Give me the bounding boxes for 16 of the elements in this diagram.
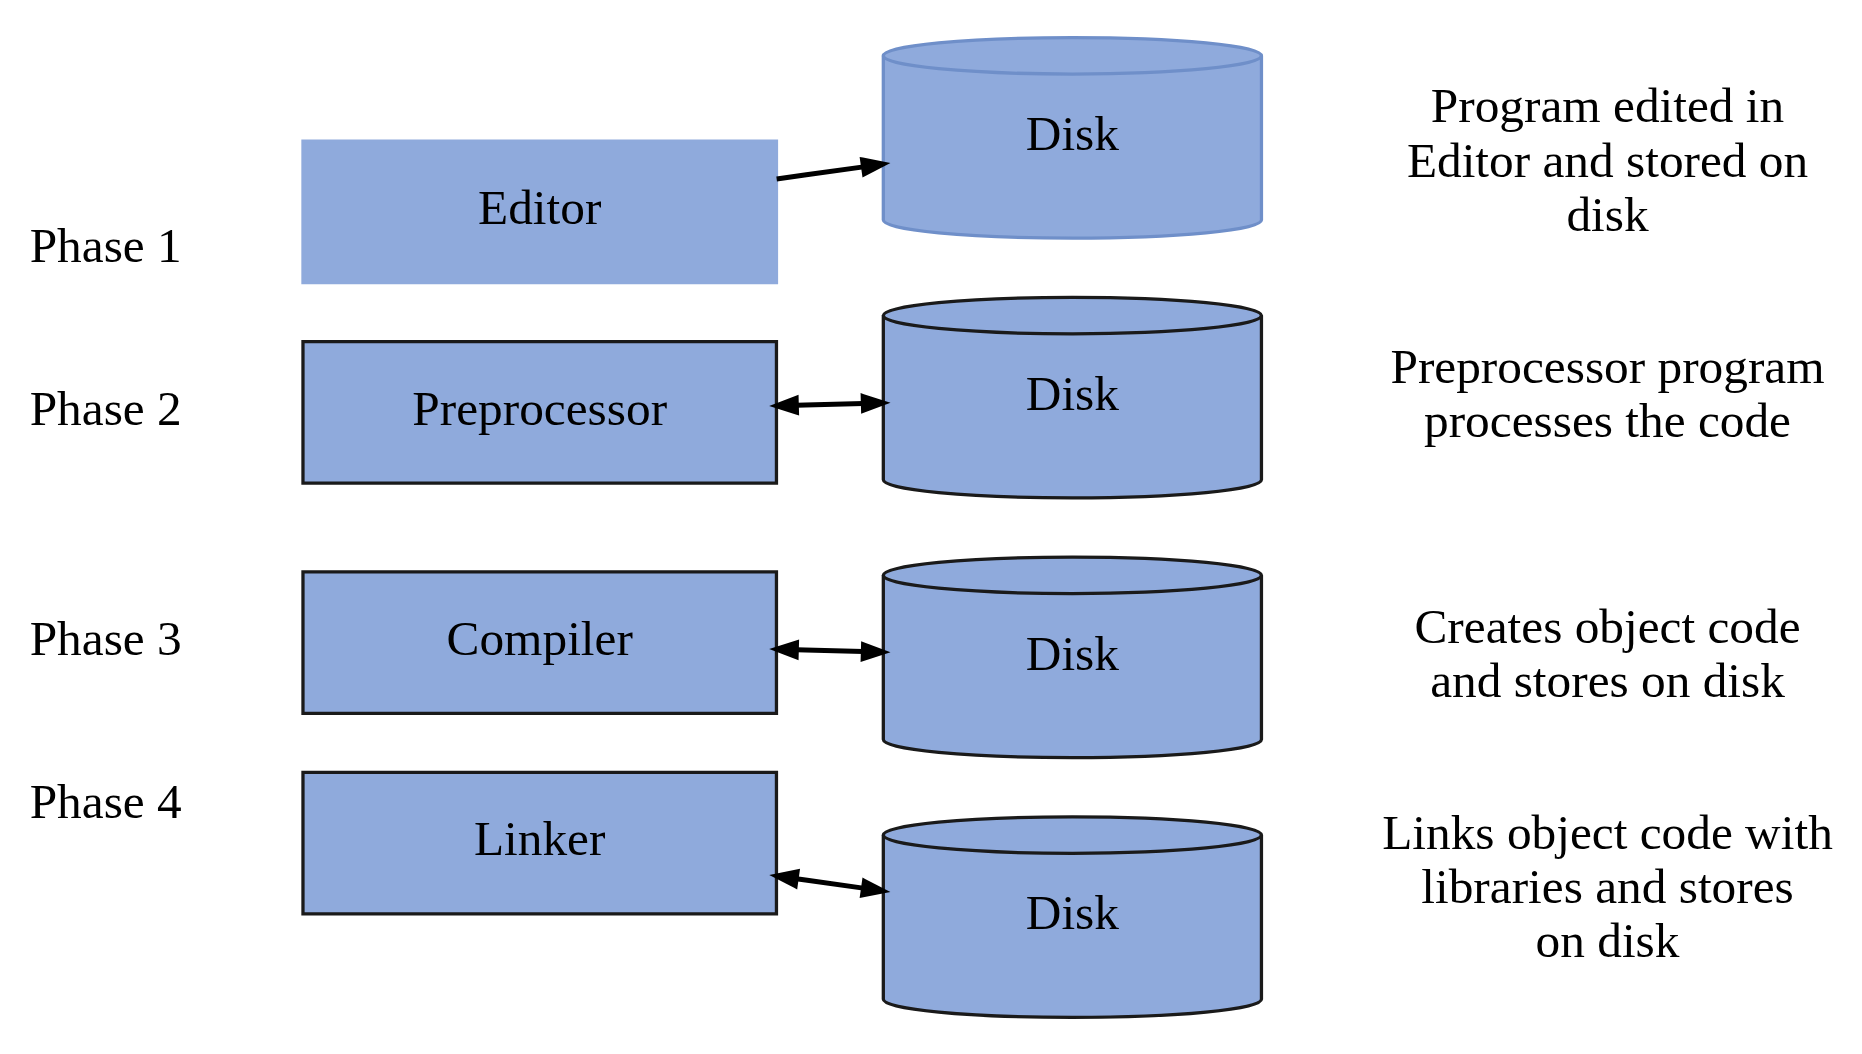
arrow (769, 638, 891, 662)
node-label: Phase 1 (29, 217, 182, 273)
arrow (776, 156, 891, 181)
label: Preprocessor program processes the code (1390, 338, 1825, 448)
node-label: Phase 4 (29, 773, 182, 829)
arrow (769, 392, 891, 416)
node-box: Linker (301, 770, 779, 915)
node-box: Preprocessor (301, 339, 779, 485)
node-label: Phase 3 (29, 610, 182, 666)
label: Links object code with libraries and stores on disk (1382, 804, 1833, 968)
label: Program edited in Editor and stored on disk (1406, 77, 1809, 242)
node-box: Compiler (301, 569, 779, 715)
label: Creates object code and stores on disk (1414, 598, 1801, 708)
node-box: Editor (301, 139, 779, 284)
arrow (769, 868, 891, 898)
node-label: Phase 2 (29, 380, 182, 436)
